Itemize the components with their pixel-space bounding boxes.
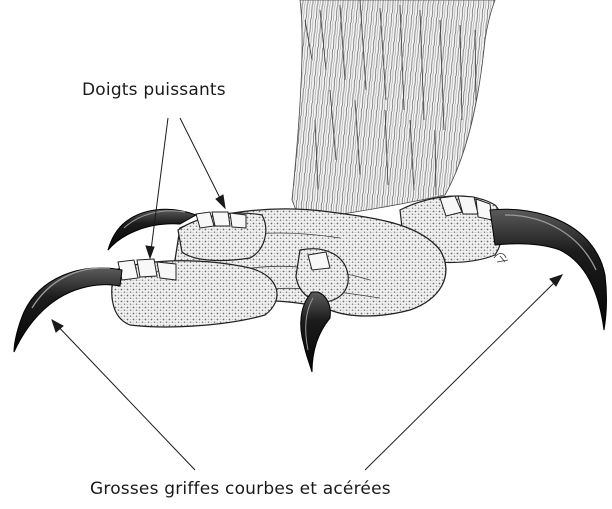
claw-arrowhead-right xyxy=(550,275,562,286)
feathered-leg xyxy=(292,0,495,220)
claw-arrow-left xyxy=(52,320,195,470)
toe-arrow-right xyxy=(180,118,225,208)
toe-arrow-left xyxy=(150,118,168,258)
claws-label: Grosses griffes courbes et acérées xyxy=(90,479,391,499)
toe-arrowhead-left xyxy=(146,246,154,258)
toes-label: Doigts puissants xyxy=(82,80,226,100)
toe-arrowhead-right xyxy=(216,195,225,208)
artist-signature xyxy=(494,254,508,263)
lower-toe xyxy=(14,259,277,352)
upper-toe xyxy=(108,209,266,260)
